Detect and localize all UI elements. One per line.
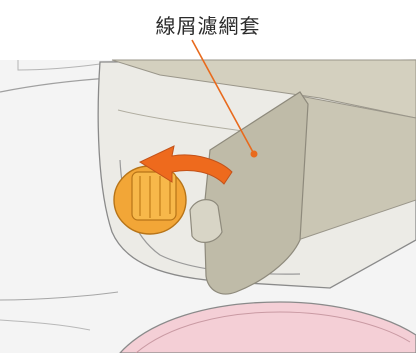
top-panel <box>111 59 416 119</box>
filter-cover-tab <box>189 199 223 243</box>
housing-line <box>117 109 251 133</box>
filter-knob <box>113 165 187 235</box>
basin-rim <box>135 311 411 353</box>
basin <box>119 301 416 353</box>
lower-body-contour <box>0 291 119 301</box>
filter-cover <box>203 91 309 295</box>
leader-line <box>191 39 255 155</box>
filter-label: 線屑濾網套 <box>155 14 261 38</box>
rotation-arrow <box>138 145 233 185</box>
lower-body-contour-2 <box>0 319 91 331</box>
body-bevel <box>17 60 101 71</box>
leader-dot <box>250 150 258 158</box>
